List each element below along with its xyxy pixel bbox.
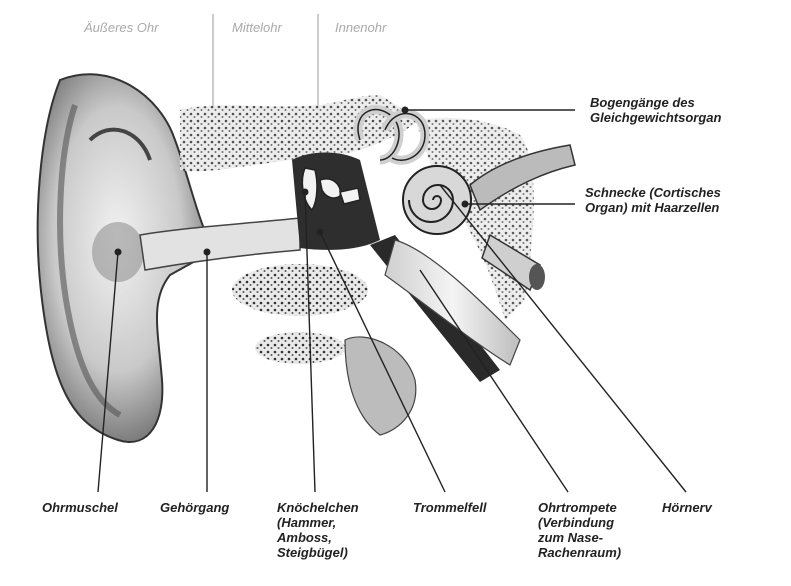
label-ear-canal: Gehörgang: [160, 500, 229, 515]
vessel-end: [529, 264, 545, 290]
label-cochlea: Schnecke (Cortisches Organ) mit Haarzell…: [585, 185, 721, 215]
muscle-illustration: [345, 337, 416, 435]
label-ossicles: Knöchelchen (Hammer, Amboss, Steigbügel): [277, 500, 359, 560]
label-pinna: Ohrmuschel: [42, 500, 118, 515]
label-semicircular-canals: Bogengänge des Gleichgewichtsorgan: [590, 95, 721, 125]
label-eustachian-tube: Ohrtrompete (Verbindung zum Nase- Rachen…: [538, 500, 621, 560]
label-auditory-nerve: Hörnerv: [662, 500, 712, 515]
section-outer-ear: Äußeres Ohr: [84, 20, 158, 35]
section-inner-ear: Innenohr: [335, 20, 386, 35]
section-middle-ear: Mittelohr: [232, 20, 282, 35]
label-eardrum: Trommelfell: [413, 500, 486, 515]
